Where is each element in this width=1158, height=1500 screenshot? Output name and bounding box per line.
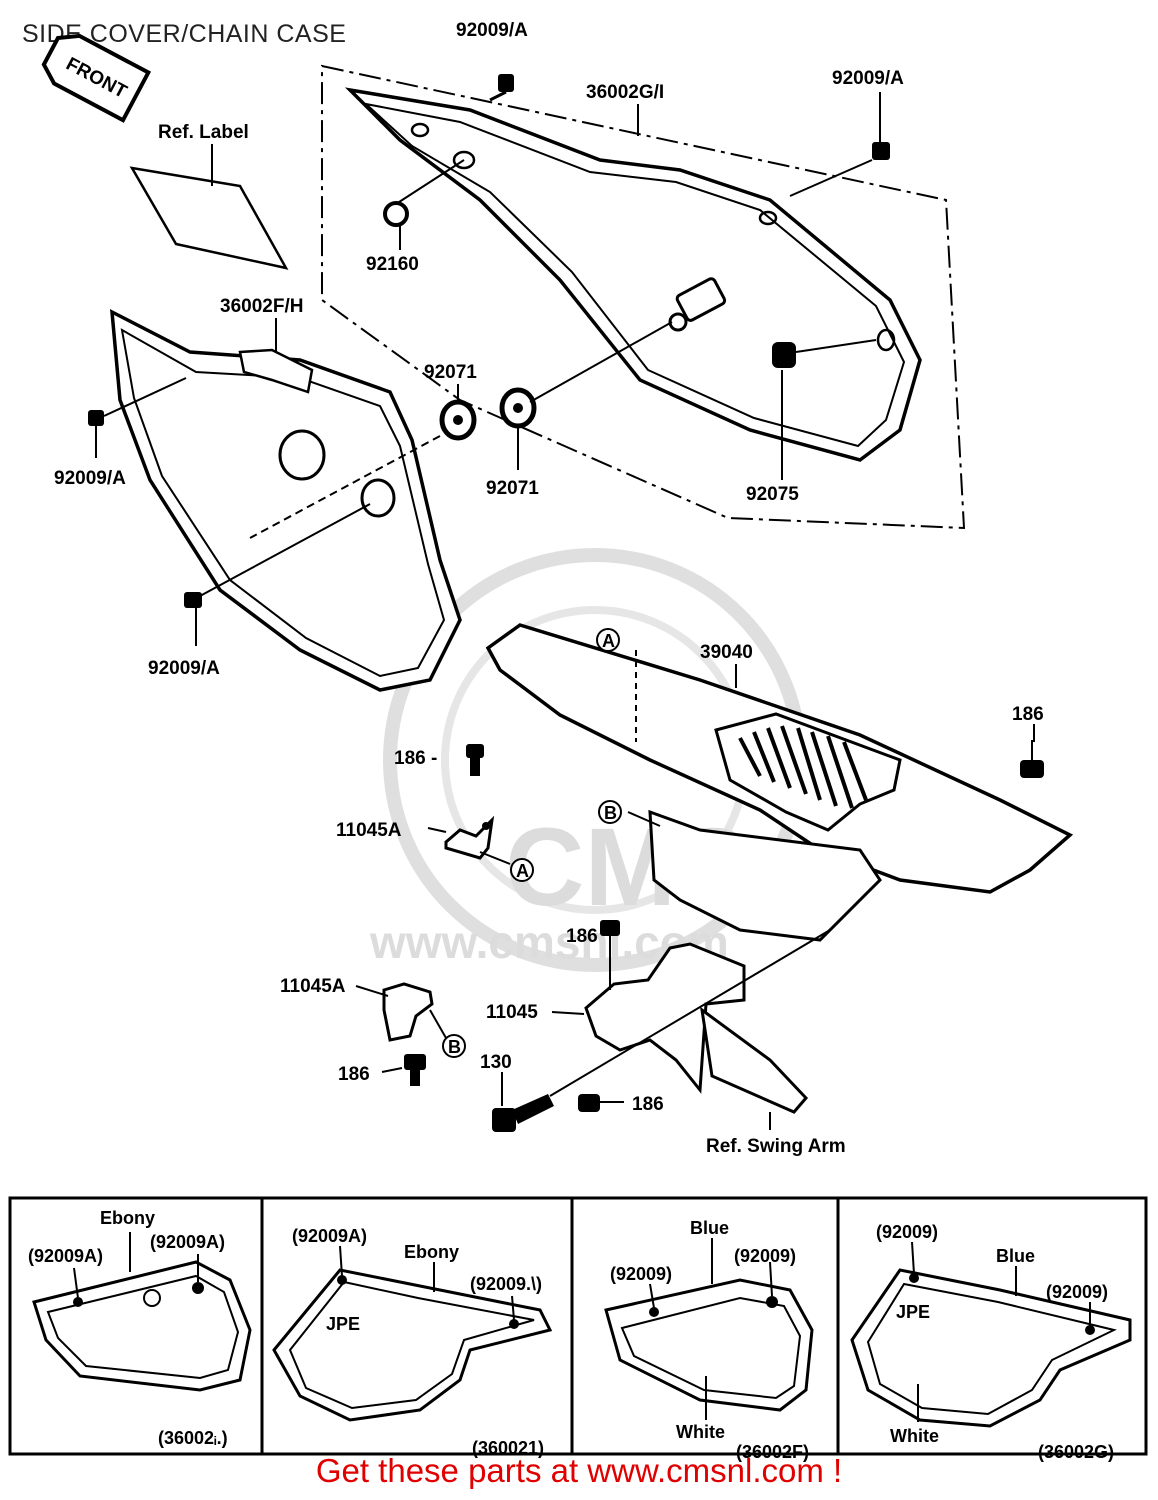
variant-4-code: (36002G) [1038,1442,1114,1462]
grommet-92160-icon [383,159,465,227]
callout-92160: 92160 [366,254,419,275]
callout-186-bottom: 186 [632,1094,664,1115]
bolt-92009a-left-icon [88,377,187,426]
callout-ref-swing-arm: Ref. Swing Arm [706,1136,846,1157]
left-side-cover [109,308,462,692]
variant-3-part-2: (92009) [734,1246,796,1266]
svg-text:JPE: JPE [326,1314,360,1334]
bolt-186-upper-icon [466,744,484,776]
callout-186-mid: 186 [566,926,598,947]
bolt-186-lower-icon [404,1054,426,1086]
callout-92009a-right: 92009/A [832,68,904,89]
svg-text:A: A [602,631,615,651]
variant-1-color: Ebony [100,1208,155,1228]
callout-92071-a: 92071 [424,362,477,383]
mark-a-top: A [596,628,620,652]
bolt-186-mid-icon [600,920,620,990]
variant-strip: Ebony (92009A) (92009A) (36002ᵢ.) JPE (9… [8,1196,1148,1462]
bolt-186-bottom-icon [578,1094,624,1112]
variant-2-part-1: (92009A) [292,1226,367,1246]
promo-link[interactable]: Get these parts at www.cmsnl.com ! [315,1452,843,1489]
svg-text:A: A [516,861,529,881]
mark-b-bracket: B [442,1034,466,1058]
callout-92009a-bottom: 92009/A [148,658,220,679]
variant-panel-1: Ebony (92009A) (92009A) (36002ᵢ.) [28,1208,252,1448]
bolt-92009a-bottom-icon [184,503,371,608]
bolt-130-icon [492,929,831,1132]
variant-4-color: Blue [996,1246,1035,1266]
grommet-92075-icon [772,339,877,368]
variant-panel-3: Blue (92009) (92009) White (36002F) [604,1218,814,1462]
bolt-92009a-right-icon [789,142,890,197]
variant-3-color: Blue [690,1218,729,1238]
callout-186-right: 186 [1012,704,1044,725]
callout-11045a-lower: 11045A [280,976,346,997]
front-arrow-icon: FRONT [41,33,152,123]
damper-92071-a-icon [439,399,477,441]
variant-3-white: White [676,1422,725,1442]
bracket-11045-icon [584,942,809,1114]
svg-text:B: B [604,803,617,823]
bolt-186-right-icon [1020,740,1044,778]
callout-92071-b: 92071 [486,478,539,499]
mark-a-bracket: A [510,858,534,882]
variant-4-part-2: (92009) [1046,1282,1108,1302]
ref-label-sticker [129,166,289,270]
variant-1-part-2: (92009A) [150,1232,225,1252]
variant-2-color: Ebony [404,1242,459,1262]
svg-text:B: B [448,1037,461,1057]
callout-186-lower: 186 [338,1064,370,1085]
variant-4-part-1: (92009) [876,1222,938,1242]
right-side-cover-frame [321,64,966,530]
callout-92009a-left: 92009/A [54,468,126,489]
variant-4-white: White [890,1426,939,1446]
callout-36002fh: 36002F/H [220,296,303,317]
bolt-92009a-top-icon [489,74,514,102]
collar-icon [668,277,727,332]
variant-3-code: (36002F) [736,1442,809,1462]
variant-2-part-2: (92009.\) [470,1274,542,1294]
variant-panel-2: JPE (92009A) Ebony (92009.\) (360021) [272,1226,553,1458]
callout-92075: 92075 [746,484,799,505]
variant-3-part-1: (92009) [610,1264,672,1284]
callout-92009a-top: 92009/A [456,20,528,41]
callout-11045a-upper: 11045A [336,820,402,841]
svg-text:JPE: JPE [896,1302,930,1322]
variant-1-part-1: (92009A) [28,1246,103,1266]
callout-11045: 11045 [486,1002,538,1023]
bracket-11045a-lower-icon [382,982,434,1042]
variant-panel-4: JPE (92009) Blue (92009) White (36002G) [850,1222,1132,1462]
variant-2-code: (360021) [472,1438,544,1458]
callout-39040: 39040 [700,642,753,663]
right-side-cover [344,87,922,462]
bracket-11045a-upper-icon [444,815,511,865]
callout-186-upper: 186 - [394,748,437,769]
callout-ref-label: Ref. Label [158,122,249,143]
callout-130: 130 [480,1052,512,1073]
mark-b-case: B [598,800,622,824]
variant-1-code: (36002ᵢ.) [158,1428,228,1448]
callout-36002gi: 36002G/I [586,82,664,103]
